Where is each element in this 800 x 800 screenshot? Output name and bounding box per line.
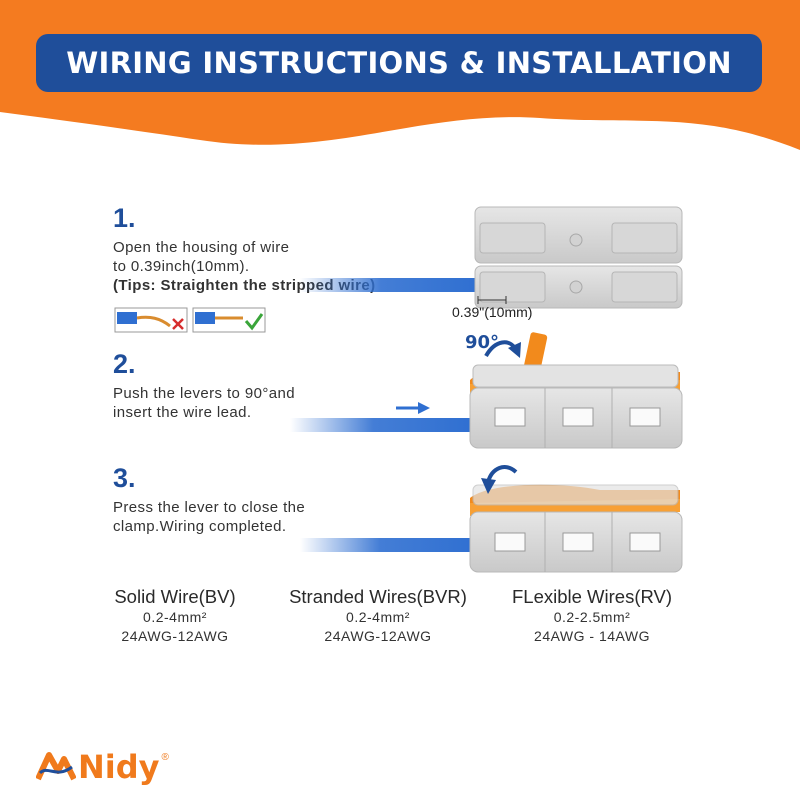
step-3-number: 3.	[113, 463, 136, 493]
step-2-wire	[290, 418, 475, 432]
insert-arrow-icon	[418, 402, 430, 414]
connector-bottom	[474, 265, 683, 309]
spec-stranded-awg: 24AWG-12AWG	[324, 628, 432, 644]
cross-icon	[172, 318, 184, 330]
angle-label: 90°	[465, 332, 499, 353]
page-title: WIRING INSTRUCTIONS & INSTALLATION	[66, 46, 732, 80]
title-pill: WIRING INSTRUCTIONS & INSTALLATION	[36, 34, 762, 92]
check-icon	[244, 313, 264, 331]
step-2-figure: 90°	[290, 332, 683, 449]
spec-solid-awg: 24AWG-12AWG	[121, 628, 229, 644]
spec-stranded-range: 0.2-4mm²	[346, 609, 410, 625]
spec-flexible-title: FLexible Wires(RV)	[511, 586, 673, 607]
press-arrow-icon	[481, 478, 496, 494]
spec-solid-wire: Solid Wire(BV) 0.2-4mm² 24AWG-12AWG	[100, 586, 250, 646]
step-3-figure	[300, 465, 683, 573]
step-2-text: Push the levers to 90°and insert the wir…	[113, 384, 295, 422]
brand-name: Nidy	[78, 748, 160, 786]
step-2-number: 2.	[113, 349, 136, 379]
connector-top	[474, 206, 683, 264]
spec-flexible-awg: 24AWG - 14AWG	[534, 628, 650, 644]
step-1-figure: 0.39"(10mm)	[114, 206, 683, 333]
step-1-number: 1.	[113, 203, 136, 233]
spec-flexible-range: 0.2-2.5mm²	[553, 609, 631, 625]
step-2-line-1: Push the levers to 90°and	[113, 385, 295, 402]
registered-mark: ®	[161, 752, 169, 763]
spec-solid-range: 0.2-4mm²	[143, 609, 207, 625]
lever-raised	[523, 332, 548, 372]
step-2-line-2: insert the wire lead.	[113, 404, 252, 421]
bent-wire-example	[114, 307, 188, 333]
rotate-arrow-icon	[508, 342, 521, 358]
step-3-line-1: Press the lever to close the	[113, 499, 306, 516]
step-1-line-2: to 0.39inch(10mm).	[113, 258, 250, 275]
spec-flexible-wire: FLexible Wires(RV) 0.2-2.5mm² 24AWG - 14…	[496, 586, 688, 646]
spec-stranded-wire: Stranded Wires(BVR) 0.2-4mm² 24AWG-12AWG	[268, 586, 488, 646]
brand-mark-icon	[36, 752, 76, 781]
spec-stranded-title: Stranded Wires(BVR)	[289, 586, 467, 607]
brand-logo: Nidy ®	[36, 748, 169, 786]
step-3-text: Press the lever to close the clamp.Wirin…	[113, 498, 305, 536]
step-3-wire	[300, 538, 478, 552]
spec-solid-title: Solid Wire(BV)	[114, 586, 236, 607]
step-3-line-2: clamp.Wiring completed.	[113, 518, 287, 535]
straight-wire-example	[192, 307, 266, 333]
step-1-wire	[300, 278, 480, 292]
step-1-line-1: Open the housing of wire	[113, 239, 290, 256]
measure-label: 0.39"(10mm)	[452, 304, 532, 320]
